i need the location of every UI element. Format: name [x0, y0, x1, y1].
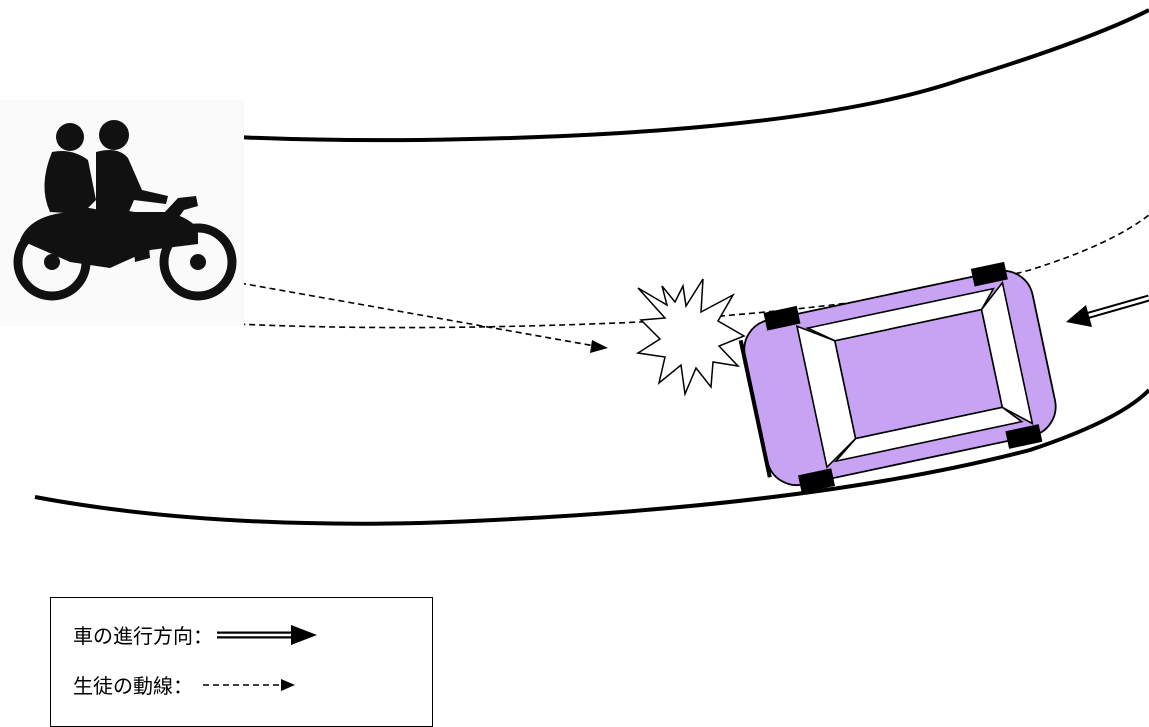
double-line-arrow-icon — [217, 625, 317, 645]
legend-row-student-path: 生徒の動線： — [73, 670, 295, 699]
motorcycle-with-two-riders-icon — [0, 100, 244, 326]
legend-student-path-label: 生徒の動線： — [73, 670, 193, 699]
motorcycle-path-arrowhead — [590, 340, 608, 353]
motorcycle-path-line — [240, 283, 595, 346]
dashed-arrow-icon — [203, 675, 295, 695]
car-top-view-icon — [736, 257, 1063, 498]
car-direction-arrow — [1066, 298, 1149, 327]
legend-box: 車の進行方向： 生徒の動線： — [50, 597, 433, 727]
legend-car-direction-label: 車の進行方向： — [73, 620, 213, 649]
legend-row-car-direction: 車の進行方向： — [73, 620, 317, 649]
collision-burst-icon — [638, 279, 744, 394]
